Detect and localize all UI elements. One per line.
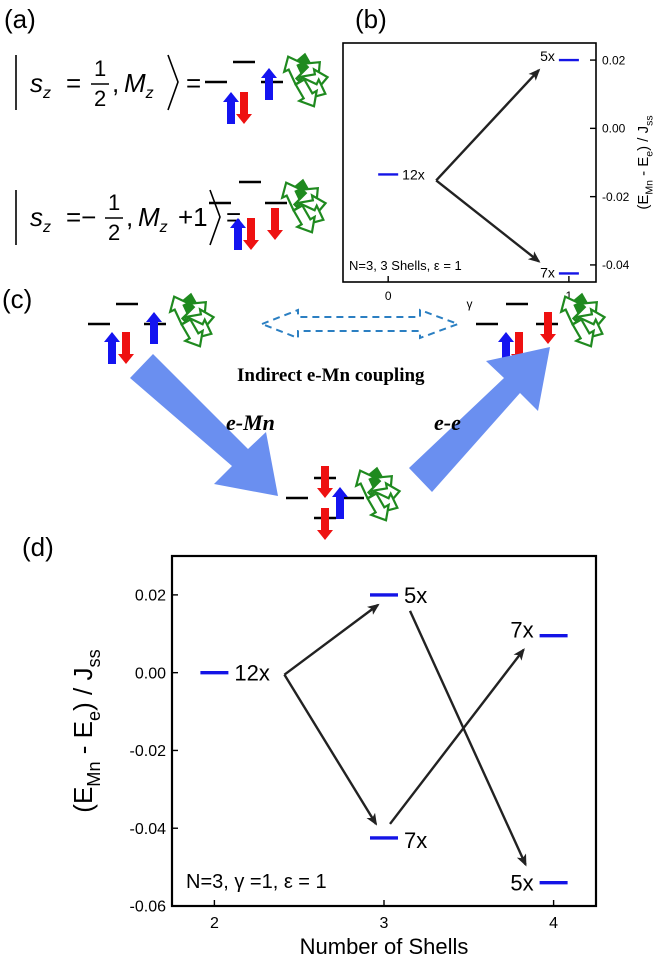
chart-b-y-label: (EMn - Ee) / Jss — [635, 115, 656, 209]
transition-arrow — [283, 674, 378, 826]
y-tick-label: -0.06 — [130, 899, 167, 916]
chart-b-annotation: N=3, 3 Shells, ε = 1 — [349, 258, 462, 273]
mn-spin-fan-a2 — [277, 178, 327, 237]
process-arrow-e-e — [409, 347, 550, 492]
coupling-label: Indirect e-Mn coupling — [237, 365, 425, 386]
y-tick-label: -0.02 — [130, 743, 167, 760]
mn-spin-fan-a1 — [279, 52, 329, 111]
degeneracy-label: 7x — [404, 828, 427, 853]
chart-d-x-label: Number of Shells — [300, 934, 469, 958]
process-arrow-e-mn — [130, 354, 278, 496]
panel-a-label: (a) — [4, 4, 36, 34]
label-e-e: e-e — [434, 410, 461, 435]
state-diagram-up — [205, 60, 283, 124]
state-diagram-c-left — [88, 302, 166, 364]
transition-arrow — [435, 68, 541, 182]
svg-text:=: = — [186, 68, 201, 98]
degeneracy-label: 5x — [510, 871, 533, 896]
y-tick-label: 0.02 — [135, 587, 166, 604]
panel-c-label: (c) — [2, 284, 32, 314]
svg-text:2: 2 — [108, 220, 120, 245]
state-diagram-down — [209, 180, 287, 250]
transition-arrow — [408, 610, 527, 867]
svg-text:=−: =− — [66, 202, 96, 232]
y-tick-label: 0.00 — [602, 122, 626, 136]
degeneracy-label: 12x — [234, 661, 269, 686]
degeneracy-label: 12x — [402, 166, 425, 182]
chart-d-annotation: N=3, γ =1, ε = 1 — [186, 871, 327, 893]
panel-b-label: (b) — [355, 4, 387, 34]
transition-arrow — [389, 648, 525, 825]
svg-text:1: 1 — [94, 56, 106, 81]
mn-spin-fan-c-left — [165, 292, 215, 351]
x-tick-label: 2 — [210, 915, 219, 932]
x-tick-label: 3 — [380, 915, 389, 932]
x-tick-label: 0 — [385, 289, 392, 303]
svg-text:Mz: Mz — [124, 68, 154, 102]
ket-spin-down: sz =− 1 2 , Mz +1 = — [15, 189, 241, 246]
x-tick-label: 4 — [549, 915, 558, 932]
plot-frame — [170, 554, 598, 908]
plot-frame — [342, 42, 597, 283]
svg-text:1: 1 — [108, 190, 120, 215]
mn-spin-fan-c-bottom — [351, 466, 401, 525]
chart-d-y-label: (EMn - Ee) / Jss — [68, 649, 104, 812]
state-diagram-c-bottom — [286, 466, 364, 540]
panel-d-label: (d) — [22, 532, 54, 562]
y-tick-label: -0.04 — [602, 258, 630, 272]
indirect-coupling-arrow — [259, 308, 461, 340]
chart-b: 0 1 0.02 0.00 -0.02 -0.04 12x 5x 7x N=3, 3 Shells… — [342, 42, 656, 311]
degeneracy-label: 7x — [540, 264, 555, 280]
svg-text:=: = — [66, 68, 81, 98]
svg-text:sz: sz — [30, 68, 51, 102]
y-tick-label: 0.02 — [602, 53, 626, 67]
svg-text:sz: sz — [30, 202, 51, 236]
transition-arrow — [435, 179, 541, 263]
label-e-mn: e-Mn — [226, 410, 275, 435]
chart-b-x-label: γ — [467, 297, 473, 311]
svg-text:2: 2 — [94, 86, 106, 111]
svg-text:Mz: Mz — [138, 202, 168, 236]
svg-text:,: , — [126, 202, 133, 232]
degeneracy-label: 7x — [510, 618, 533, 643]
degeneracy-label: 5x — [540, 48, 555, 64]
transition-arrow — [283, 603, 380, 676]
state-diagram-c-right — [476, 302, 558, 364]
y-tick-label: 0.00 — [135, 665, 166, 682]
y-tick-label: -0.02 — [602, 190, 630, 204]
svg-text:+1: +1 — [178, 202, 208, 232]
ket-spin-up: sz = 1 2 , Mz = — [15, 54, 201, 111]
y-tick-label: -0.04 — [130, 821, 167, 838]
svg-text:,: , — [112, 68, 119, 98]
mn-spin-fan-c-right — [556, 292, 606, 351]
x-tick-label: 1 — [566, 289, 573, 303]
degeneracy-label: 5x — [404, 583, 427, 608]
